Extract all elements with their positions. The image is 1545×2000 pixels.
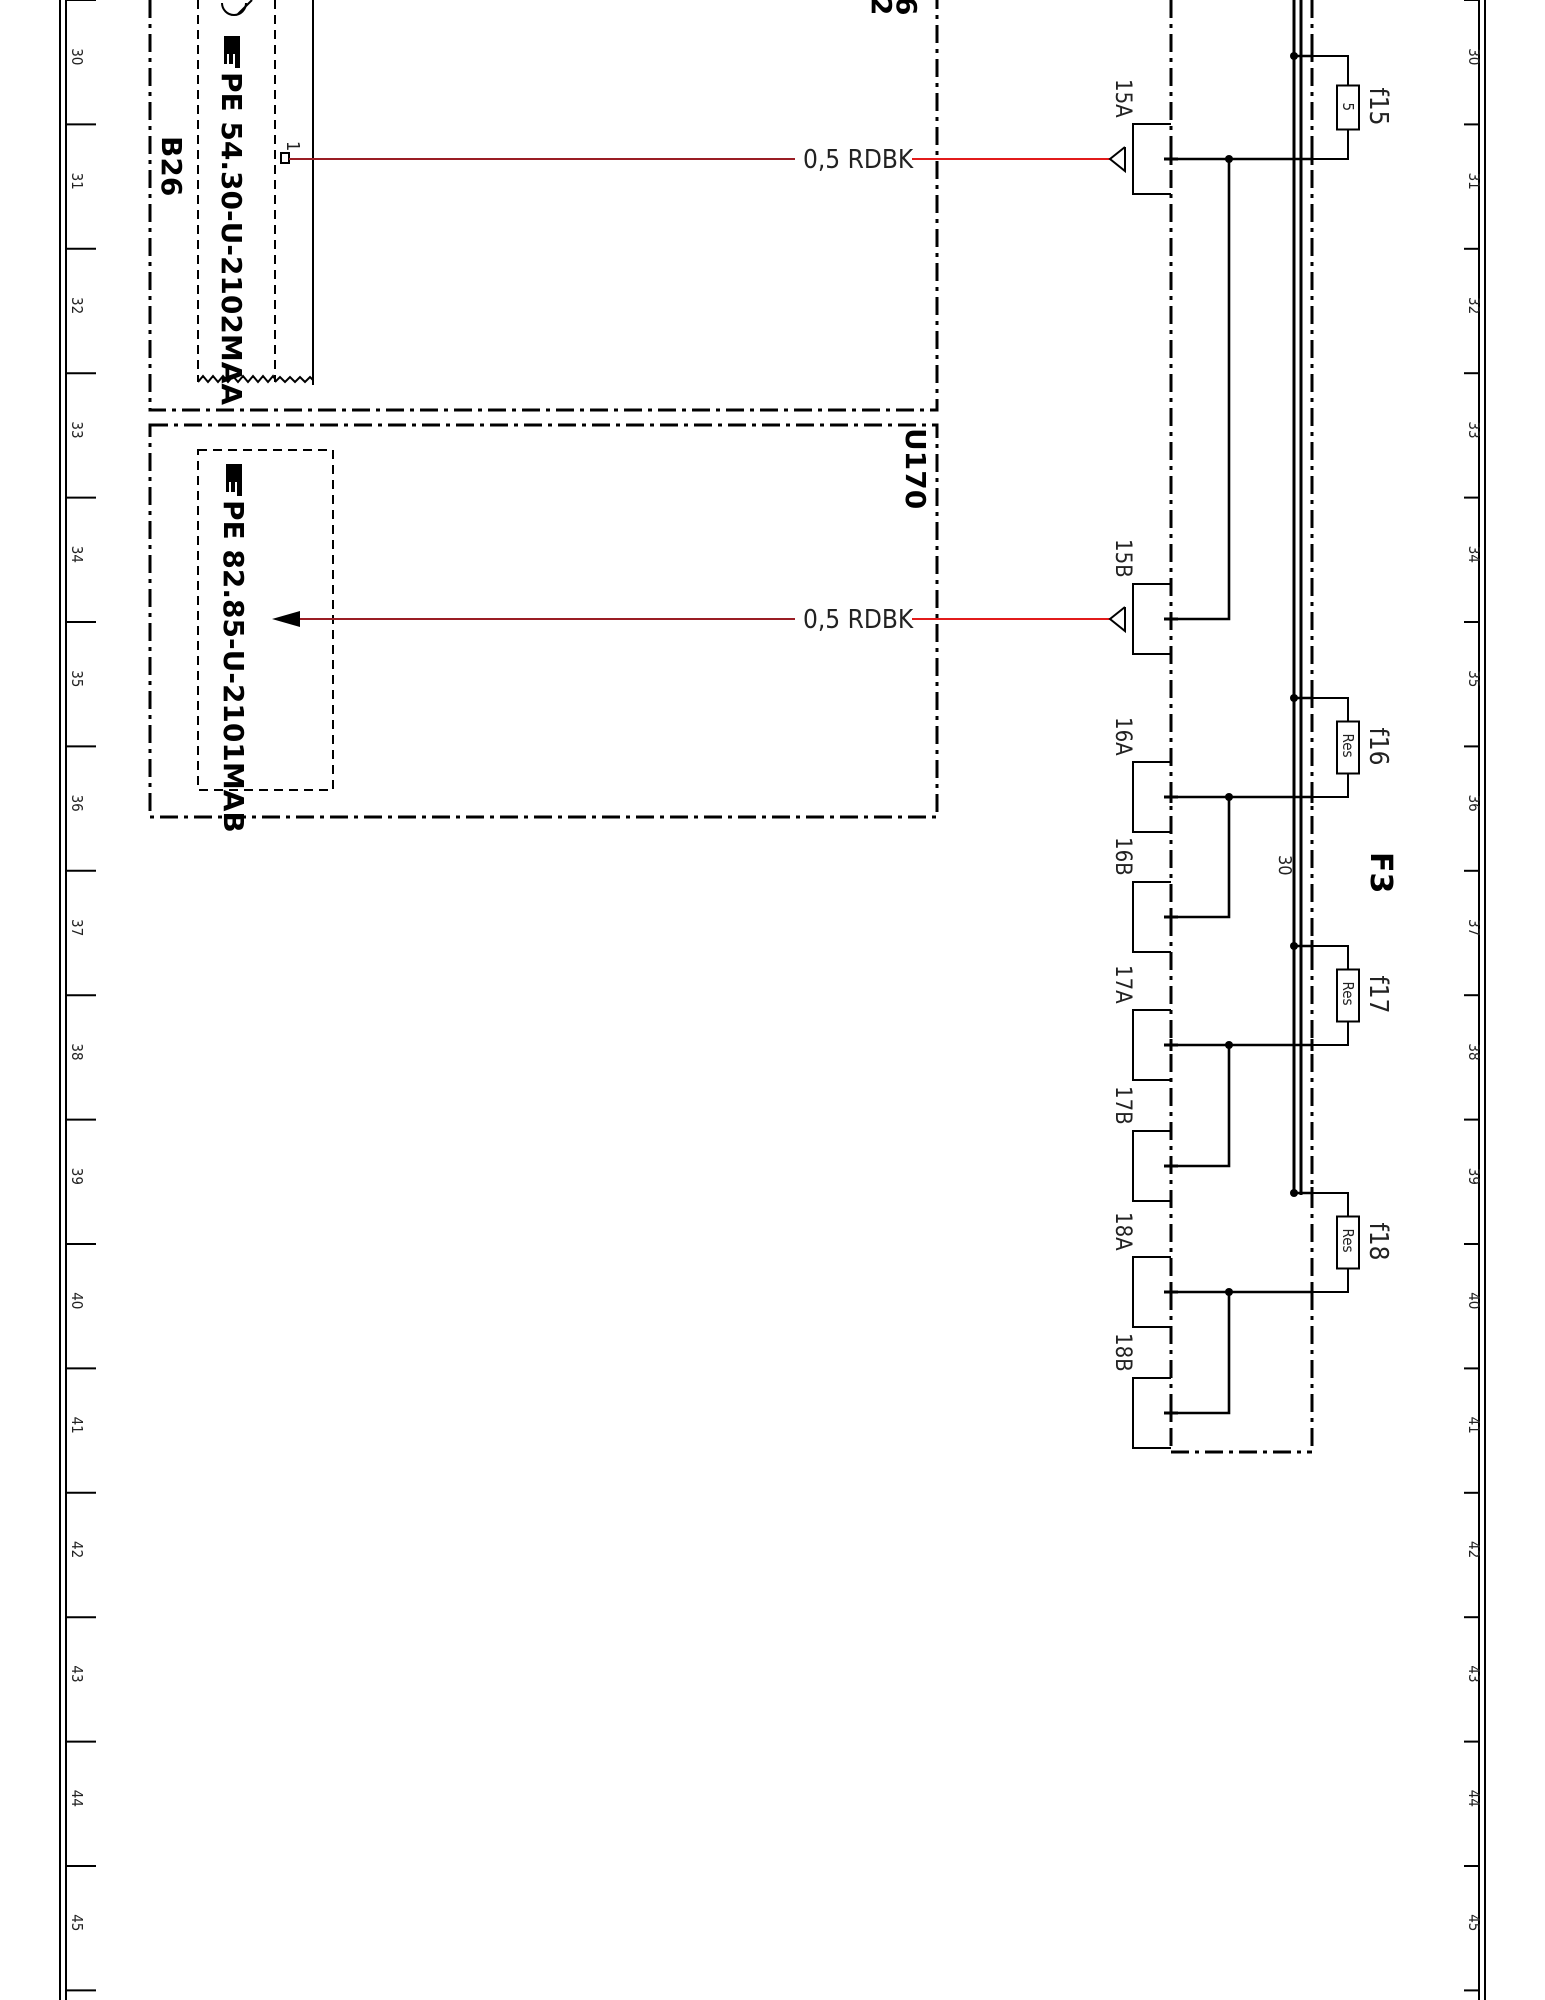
b26-module: PE 54.30-U-2102MAA B26 1 6 2 bbox=[148, 0, 939, 412]
row-label: 44 bbox=[1465, 1790, 1483, 1807]
connector-label: 15A bbox=[1110, 79, 1135, 118]
connector-16a: 16A bbox=[1110, 717, 1178, 833]
reference-hand-icon bbox=[226, 464, 242, 496]
connector-18a: 18A bbox=[1110, 1212, 1178, 1328]
fuse-link bbox=[1171, 793, 1312, 919]
row-label: 36 bbox=[1465, 795, 1483, 812]
connector-16b: 16B bbox=[1110, 837, 1178, 953]
row-label: 33 bbox=[1465, 421, 1483, 438]
fuse-f18: Res f18 bbox=[1290, 1187, 1393, 1298]
row-label: 39 bbox=[1465, 1168, 1483, 1185]
row-label: 44 bbox=[68, 1790, 86, 1807]
row-label: 30 bbox=[1465, 48, 1483, 65]
b26-pin-number: 1 bbox=[282, 141, 303, 151]
row-ruler-right: 30 31 32 33 34 35 36 37 38 39 40 41 42 43 44 45 bbox=[1464, 0, 1483, 1992]
row-label: 31 bbox=[68, 173, 86, 190]
fuse-name: f18 bbox=[1363, 1223, 1393, 1261]
row-label: 38 bbox=[1465, 1043, 1483, 1060]
link-group bbox=[1171, 155, 1312, 1415]
row-label: 34 bbox=[68, 546, 86, 563]
fuse-f16: Res f16 bbox=[1290, 692, 1393, 803]
row-label: 37 bbox=[68, 919, 86, 936]
b26-reference: PE 54.30-U-2102MAA bbox=[215, 72, 248, 405]
row-label: 39 bbox=[68, 1168, 86, 1185]
connector-label: 16B bbox=[1110, 837, 1135, 876]
row-label: 41 bbox=[1465, 1417, 1483, 1434]
connector-label: 18B bbox=[1110, 1333, 1135, 1372]
row-label: 35 bbox=[68, 670, 86, 687]
fuse-value: Res bbox=[1339, 734, 1357, 758]
page-frame bbox=[59, 0, 1486, 2000]
row-label: 43 bbox=[1465, 1665, 1483, 1682]
connector-15a: 15A bbox=[1108, 79, 1178, 195]
fuse-name: f16 bbox=[1363, 728, 1393, 766]
fuse-value: Res bbox=[1339, 1229, 1357, 1253]
fuse-name: f15 bbox=[1363, 88, 1393, 126]
connector-18b: 18B bbox=[1110, 1333, 1178, 1449]
row-label: 38 bbox=[68, 1043, 86, 1060]
row-ruler-left: 30 31 32 33 34 35 36 37 38 39 40 41 42 43 44 45 bbox=[66, 0, 96, 1992]
row-label: 35 bbox=[1465, 670, 1483, 687]
connector-group: 15A 15B 16A 16B 17A 17B 18A 18B bbox=[1108, 79, 1178, 1449]
bus-30-label: 30 bbox=[1274, 855, 1295, 876]
row-label: 42 bbox=[1465, 1541, 1483, 1558]
fuse-link bbox=[1171, 1288, 1312, 1415]
f3-fuse-box: F3 30 bbox=[1169, 0, 1398, 1454]
row-label: 36 bbox=[68, 795, 86, 812]
fuse-value: 5 bbox=[1339, 103, 1357, 112]
connector-label: 15B bbox=[1110, 539, 1135, 578]
wire-label-15b: 0,5 RDBK bbox=[803, 605, 914, 635]
row-label: 33 bbox=[68, 421, 86, 438]
row-label: 32 bbox=[1465, 297, 1483, 314]
fuse-name: f17 bbox=[1363, 976, 1393, 1014]
fuse-value: Res bbox=[1339, 982, 1357, 1006]
row-label: 31 bbox=[1465, 173, 1483, 190]
reference-hand-icon bbox=[224, 36, 240, 68]
connector-arrow bbox=[1108, 606, 1126, 634]
wire-15b: 0,5 RDBK bbox=[300, 605, 1110, 635]
row-label: 45 bbox=[1465, 1914, 1483, 1931]
wire-label-15a: 0,5 RDBK bbox=[803, 145, 914, 175]
row-label: 30 bbox=[68, 48, 86, 65]
fuse-link bbox=[1171, 155, 1312, 621]
fuse-f17: Res f17 bbox=[1290, 940, 1393, 1051]
wire-15a: 0,5 RDBK bbox=[289, 145, 1110, 175]
row-label: 40 bbox=[68, 1292, 86, 1309]
connector-label: 16A bbox=[1110, 717, 1135, 756]
row-label: 45 bbox=[68, 1914, 86, 1931]
row-label: 32 bbox=[68, 297, 86, 314]
b26-label: B26 bbox=[155, 136, 188, 196]
u170-label: U170 bbox=[899, 428, 932, 509]
top-partial-label-1: 6 bbox=[890, 0, 923, 15]
fuse-link bbox=[1171, 1041, 1312, 1168]
connector-17b: 17B bbox=[1110, 1086, 1178, 1202]
row-label: 41 bbox=[68, 1417, 86, 1434]
row-label: 34 bbox=[1465, 546, 1483, 563]
connector-15b: 15B bbox=[1108, 539, 1178, 655]
connector-label: 18A bbox=[1110, 1212, 1135, 1251]
row-label: 40 bbox=[1465, 1292, 1483, 1309]
connector-17a: 17A bbox=[1110, 965, 1178, 1081]
connector-label: 17B bbox=[1110, 1086, 1135, 1125]
f3-label: F3 bbox=[1363, 852, 1398, 893]
connector-arrow bbox=[1108, 146, 1126, 174]
top-partial-label-2: 2 bbox=[865, 0, 898, 15]
row-label: 43 bbox=[68, 1665, 86, 1682]
u170-reference: PE 82.85-U-2101MAB bbox=[217, 500, 250, 833]
row-label: 42 bbox=[68, 1541, 86, 1558]
connector-label: 17A bbox=[1110, 965, 1135, 1004]
fuse-f15: 5 f15 bbox=[1290, 50, 1393, 165]
row-label: 37 bbox=[1465, 919, 1483, 936]
